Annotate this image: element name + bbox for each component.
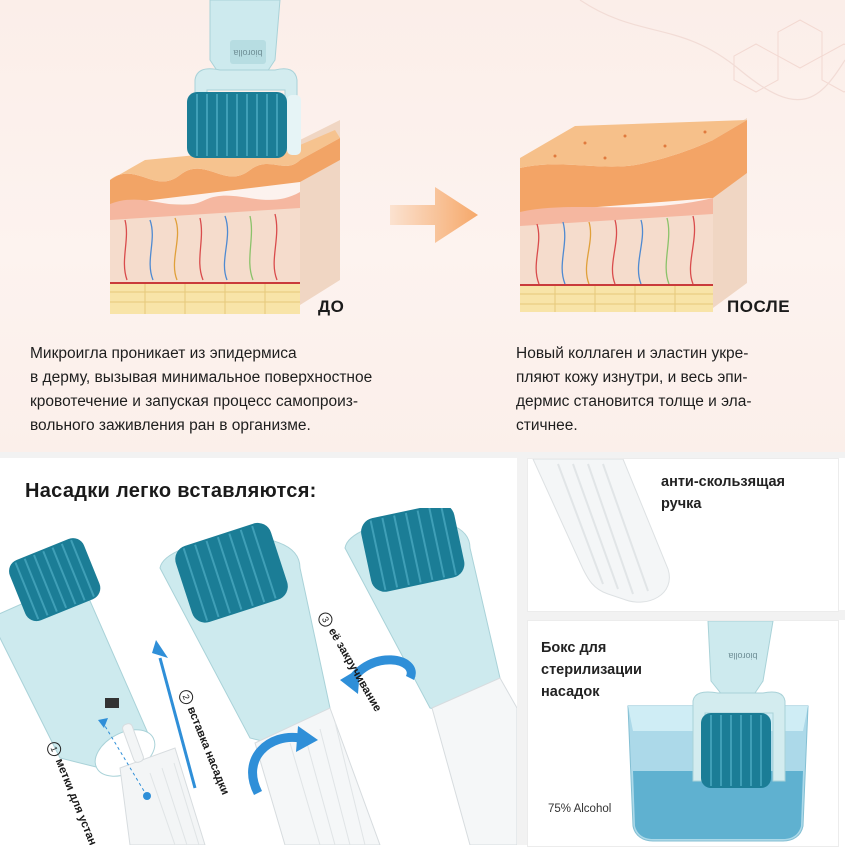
- after-text-line: Новый коллаген и эластин укре-: [516, 345, 749, 362]
- before-text-line: в дерму, вызывая минимальное поверхностн…: [30, 369, 373, 386]
- handle-illustration: [532, 459, 670, 603]
- box-label-line: стерилизации: [541, 662, 642, 678]
- before-label: ДО: [318, 297, 345, 316]
- roller-one: [0, 538, 206, 845]
- sterilization-box-illustration: biorolla: [627, 621, 809, 842]
- after-text-line: стичнее.: [516, 417, 578, 434]
- roller-brand-text: biorolla: [233, 48, 262, 58]
- alcohol-label: 75% Alcohol: [548, 803, 612, 815]
- after-label: ПОСЛЕ: [727, 297, 791, 316]
- derma-roller-icon: biorolla: [187, 0, 301, 158]
- after-text-line: пляют кожу изнутри, и весь эпи-: [516, 369, 748, 386]
- roller-assembly-illustration: [0, 508, 517, 845]
- section-divider: [0, 452, 845, 458]
- before-text-line: кровотечение и запуская процесс самопрои…: [30, 393, 359, 410]
- assembly-panel: Насадки легко вставляются:: [0, 458, 517, 845]
- sterilization-box-panel: Бокс для стерилизации насадок biorolla 7…: [527, 620, 839, 847]
- panel-divider: [527, 610, 845, 620]
- before-after-section: biorolla ДО: [0, 0, 845, 458]
- hexagon-pattern-decor: [579, 0, 845, 101]
- handle-label: анти-скользящая ручка: [661, 471, 785, 515]
- roller-two: [159, 522, 381, 845]
- handle-label-line: ручка: [661, 496, 702, 512]
- box-label-line: насадок: [541, 684, 600, 700]
- box-roller-brand: biorolla: [728, 651, 757, 661]
- arrow-right-icon: [390, 187, 478, 243]
- after-description: Новый коллаген и эластин укре- пляют кож…: [516, 342, 826, 438]
- insert-arrow: [152, 640, 197, 789]
- skin-before-illustration: [110, 120, 340, 314]
- before-description: Микроигла проникает из эпидермиса в дерм…: [30, 342, 500, 438]
- before-text-line: Микроигла проникает из эпидермиса: [30, 345, 297, 362]
- handle-label-line: анти-скользящая: [661, 474, 786, 490]
- box-label: Бокс для стерилизации насадок: [541, 637, 642, 703]
- before-text-line: вольного заживления ран в организме.: [30, 417, 311, 434]
- skin-after-illustration: [520, 118, 747, 312]
- handle-panel: анти-скользящая ручка: [527, 458, 839, 612]
- panel-divider: [517, 458, 527, 845]
- after-text-line: дермис становится толще и эла-: [516, 393, 752, 410]
- roller-three: [340, 508, 517, 845]
- box-label-line: Бокс для: [541, 640, 607, 656]
- assembly-heading: Насадки легко вставляются:: [25, 480, 317, 502]
